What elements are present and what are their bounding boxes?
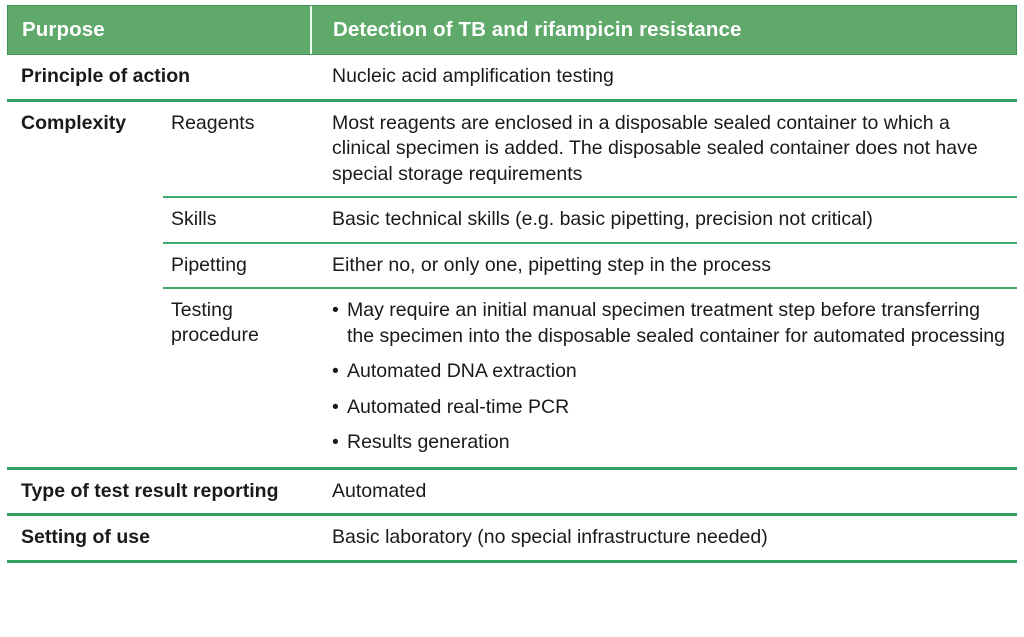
table-row-reporting: Type of test result reporting Automated (7, 470, 1017, 514)
bullet-dot-icon: • (332, 395, 339, 418)
table-header-row: Purpose Detection of TB and rifampicin r… (7, 5, 1017, 55)
bullet-text: Automated real-time PCR (347, 395, 570, 418)
table-row-principle-of-action: Principle of action Nucleic acid amplifi… (7, 55, 1017, 99)
bullet-text: May require an initial manual specimen t… (347, 299, 1005, 347)
row-value-skills: Basic technical skills (e.g. basic pipet… (332, 208, 873, 230)
row-label-principle-of-action: Principle of action (21, 65, 191, 87)
testing-procedure-bullet-item: • May require an initial manual specimen … (332, 298, 1007, 349)
divider-after-pipetting (163, 287, 1017, 289)
row-value-testing-procedure: • May require an initial manual specimen … (318, 289, 1017, 467)
header-cell-purpose: Purpose (8, 6, 312, 54)
header-cell-detection: Detection of TB and rifampicin resistanc… (333, 18, 742, 41)
table-row-complexity-reagents: Complexity Reagents Most reagents are en… (7, 102, 1017, 197)
row-label-reporting: Type of test result reporting (21, 479, 279, 502)
row-sublabel-reagents: Reagents (171, 111, 255, 134)
table-row-complexity-pipetting: Pipetting Either no, or only one, pipett… (7, 244, 1017, 288)
row-label-setting-of-use: Setting of use (21, 526, 150, 548)
bullet-text: Automated DNA extraction (347, 360, 577, 382)
testing-procedure-bullet-item: • Automated DNA extraction (332, 359, 1007, 385)
table-row-setting-of-use: Setting of use Basic laboratory (no spec… (7, 516, 1017, 560)
table-row-complexity-testing-procedure: Testing procedure • May require an initia… (7, 289, 1017, 467)
divider-after-testing-procedure (7, 466, 1017, 470)
divider-after-skills (163, 241, 1017, 244)
divider-bottom (7, 559, 1017, 563)
row-label-spacer-skills (7, 198, 163, 242)
row-sublabel-skills: Skills (171, 208, 217, 230)
row-value-principle-of-action: Nucleic acid amplification testing (332, 65, 614, 87)
testing-procedure-bullet-item: • Results generation (332, 430, 1007, 456)
row-value-reporting: Automated (332, 479, 427, 502)
divider-after-reagents (163, 196, 1017, 198)
row-sublabel-pipetting: Pipetting (171, 253, 247, 276)
bullet-dot-icon: • (332, 360, 339, 382)
bullet-dot-icon: • (332, 431, 339, 453)
bullet-text: Results generation (347, 431, 510, 453)
divider-after-principle (7, 98, 1017, 102)
row-label-spacer-testing-procedure (7, 289, 163, 467)
divider-after-reporting (7, 513, 1017, 516)
testing-procedure-bullet-list: • May require an initial manual specimen … (332, 298, 1007, 456)
table-row-complexity-skills: Skills Basic technical skills (e.g. basi… (7, 198, 1017, 242)
testing-procedure-bullet-item: • Automated real-time PCR (332, 395, 1007, 421)
row-value-setting-of-use: Basic laboratory (no special infrastruct… (332, 526, 768, 548)
row-value-pipetting: Either no, or only one, pipetting step i… (332, 253, 772, 276)
row-value-reagents: Most reagents are enclosed in a disposab… (332, 111, 978, 185)
row-sublabel-testing-procedure: Testing procedure (171, 299, 259, 346)
bullet-dot-icon: • (332, 299, 339, 321)
row-label-complexity: Complexity (21, 111, 127, 134)
row-label-spacer-pipetting (7, 244, 163, 288)
